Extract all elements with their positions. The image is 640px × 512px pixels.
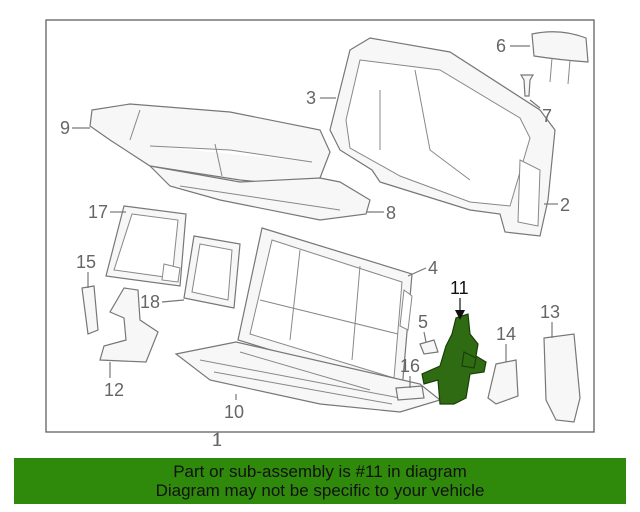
svg-text:14: 14 (496, 324, 516, 344)
seat-cushion (89, 103, 331, 187)
side-trim (543, 333, 581, 423)
headrest (531, 31, 589, 85)
svg-text:8: 8 (386, 203, 396, 223)
seat-back (329, 37, 556, 237)
svg-text:4: 4 (428, 258, 438, 278)
svg-text:11: 11 (450, 278, 469, 298)
callout-14: 14 (496, 324, 516, 362)
svg-text:5: 5 (418, 312, 428, 332)
svg-text:7: 7 (542, 106, 552, 126)
svg-text:16: 16 (400, 356, 420, 376)
cushion-frame (148, 165, 371, 221)
seat-back-frame (237, 227, 413, 391)
latch-part (395, 385, 425, 401)
latch-bracket (419, 339, 439, 355)
diagram-frame (45, 19, 595, 433)
callout-7: 7 (529, 99, 552, 126)
callout-8: 8 (366, 203, 396, 223)
callout-12: 12 (104, 362, 124, 400)
callout-6: 6 (496, 36, 530, 56)
back-panel (105, 205, 187, 287)
svg-text:18: 18 (140, 292, 160, 312)
callout-13: 13 (540, 302, 560, 338)
banner-line-disclaimer: Diagram may not be specific to your vehi… (155, 481, 485, 500)
svg-text:17: 17 (88, 202, 108, 222)
svg-text:12: 12 (104, 380, 124, 400)
svg-text:13: 13 (540, 302, 560, 322)
callout-16: 16 (400, 356, 420, 388)
callout-2: 2 (544, 195, 570, 215)
svg-text:10: 10 (224, 402, 244, 422)
callout-15: 15 (76, 252, 96, 288)
svg-text:15: 15 (76, 252, 96, 272)
callout-18: 18 (140, 292, 185, 312)
headrest-guide (519, 74, 535, 97)
callout-5: 5 (418, 312, 428, 343)
callout-17: 17 (88, 202, 126, 222)
svg-text:2: 2 (560, 195, 570, 215)
callout-9: 9 (60, 118, 90, 138)
bracket-right (487, 359, 519, 405)
svg-text:9: 9 (60, 118, 70, 138)
banner-line-part-number: Part or sub-assembly is #11 in diagram (173, 462, 467, 481)
callout-4: 4 (407, 258, 438, 278)
callout-11: 11 (450, 278, 469, 320)
info-banner: Part or sub-assembly is #11 in diagram D… (14, 458, 626, 504)
trim-panel (183, 235, 241, 309)
callout-3: 3 (306, 88, 336, 108)
callout-10: 10 (224, 394, 244, 422)
callout-1: 1 (212, 430, 222, 450)
floor-panel (174, 341, 442, 413)
hinge-bracket (99, 287, 159, 363)
svg-text:3: 3 (306, 88, 316, 108)
svg-text:6: 6 (496, 36, 506, 56)
svg-text:1: 1 (212, 430, 222, 450)
highlighted-part-11 (421, 313, 487, 405)
bracket-left (81, 285, 99, 335)
